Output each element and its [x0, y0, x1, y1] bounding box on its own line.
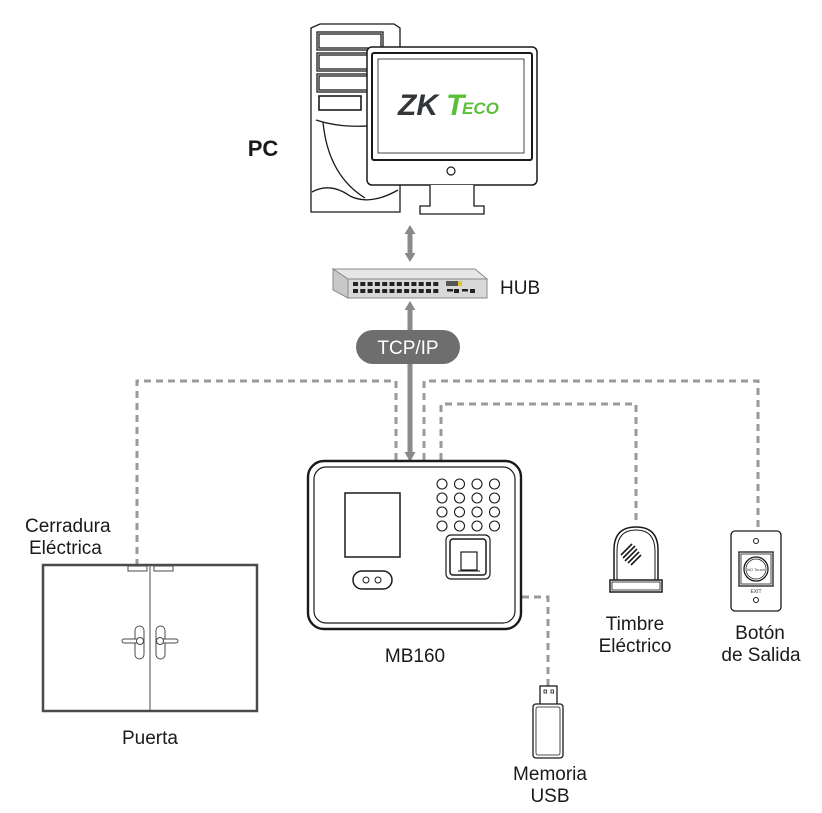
hub-uplink-port	[454, 289, 459, 293]
hub-port	[404, 289, 410, 293]
mb160-camera	[352, 570, 393, 590]
keypad-key	[453, 478, 466, 490]
hub-port	[404, 282, 410, 286]
tcpip-link	[404, 301, 416, 462]
mb160-device	[306, 459, 523, 631]
electric-bell	[609, 526, 663, 593]
exit-label-line1: Botón	[735, 623, 785, 644]
hub-port	[418, 282, 424, 286]
mb160-screen	[344, 492, 401, 558]
door-handle-right	[155, 625, 179, 660]
tcpip-label: TCP/IP	[377, 338, 438, 359]
hub-port	[433, 289, 439, 293]
door-handle-left	[121, 625, 145, 660]
tcpip-pill	[356, 330, 460, 364]
usb-label-line1: Memoria	[513, 764, 587, 785]
keypad-key	[436, 492, 448, 504]
pc-hub-arrow	[404, 225, 416, 262]
door-label: Puerta	[122, 728, 178, 749]
hub-uplink-port	[470, 289, 475, 293]
connector-exit	[422, 379, 760, 528]
dashed-connectors	[135, 379, 760, 688]
hub-port	[360, 289, 366, 293]
hub-port	[374, 282, 380, 286]
keypad-key	[488, 478, 501, 490]
hub-switch	[331, 268, 489, 299]
hub-label: HUB	[500, 278, 541, 299]
hub-port	[426, 282, 431, 286]
keypad-key	[436, 478, 448, 490]
keypad-key	[471, 506, 483, 518]
keypad-key	[471, 520, 483, 532]
keypad-key	[488, 506, 501, 518]
usb-drive	[532, 685, 564, 759]
mb160-keypad	[436, 478, 501, 532]
svg-text:NO Touch: NO Touch	[747, 567, 765, 572]
lock-label-line1: Cerradura	[25, 516, 111, 537]
hub-port	[396, 289, 402, 293]
usb-label-line2: USB	[530, 786, 570, 807]
keypad-key	[488, 492, 501, 504]
keypad-key	[471, 478, 483, 490]
exit-button-device: NO Touch EXIT	[730, 530, 782, 612]
hub-port	[382, 289, 388, 293]
hub-port	[396, 282, 402, 286]
hub-port	[426, 289, 431, 293]
hub-port	[389, 289, 395, 293]
zkteco-logo-green: T	[446, 89, 467, 122]
hub-port	[433, 282, 439, 286]
pc-label: PC	[247, 136, 279, 161]
hub-port	[353, 282, 358, 286]
door	[41, 563, 259, 713]
hub-port	[360, 282, 366, 286]
mb160-fingerprint-sensor	[445, 534, 491, 580]
keypad-key	[453, 492, 466, 504]
hub-uplink-port	[462, 289, 468, 292]
zkteco-logo-dark: ZK	[397, 89, 440, 122]
hub-port	[367, 289, 373, 293]
hub-port	[367, 282, 373, 286]
keypad-key	[471, 492, 483, 504]
keypad-key	[453, 520, 466, 532]
device-label: MB160	[384, 646, 446, 667]
electric-lock-left	[127, 565, 148, 572]
hub-port	[374, 289, 380, 293]
hub-port	[353, 289, 358, 293]
hub-ports	[353, 282, 475, 293]
keypad-key	[453, 506, 466, 518]
keypad-key	[488, 520, 501, 532]
keypad-key	[436, 506, 448, 518]
pc-monitor	[366, 46, 538, 215]
zkteco-logo-green-eco: ECO	[462, 99, 499, 118]
hub-uplink-port	[447, 289, 453, 292]
connector-usb	[522, 595, 550, 688]
hub-port	[411, 282, 417, 286]
connector-lock	[135, 379, 398, 565]
lock-label-line2: Eléctrica	[29, 538, 102, 559]
svg-text:EXIT: EXIT	[750, 589, 761, 595]
hub-port	[389, 282, 395, 286]
exit-label-line2: de Salida	[721, 645, 801, 666]
keypad-key	[436, 520, 448, 532]
electric-lock-right	[153, 565, 174, 572]
bell-label-line2: Eléctrico	[598, 636, 672, 657]
hub-port	[411, 289, 417, 293]
connector-bell	[439, 402, 638, 522]
bell-label-line1: Timbre	[605, 614, 665, 635]
hub-port	[418, 289, 424, 293]
hub-port	[382, 282, 388, 286]
